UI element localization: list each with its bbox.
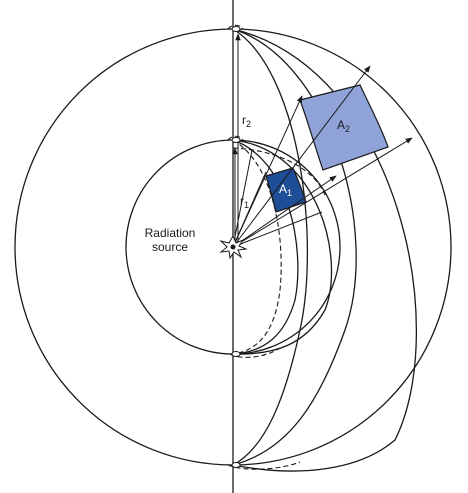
- axis-node-top-outer: [231, 26, 241, 32]
- axis-node-bottom-inner: [231, 351, 241, 357]
- inner-meridian-2: [232, 139, 299, 355]
- radiation-source-icon: [219, 234, 248, 260]
- axis-node-top-inner: [231, 137, 241, 143]
- radiation-rays: [232, 65, 413, 248]
- inner-meridian-1: [232, 139, 333, 355]
- source-label-line2: source: [152, 240, 188, 254]
- ray-7: [232, 149, 253, 248]
- outer-meridian-2: [232, 28, 357, 466]
- top-dashed-arc-outer: [227, 24, 244, 30]
- r2-label: r2: [242, 113, 251, 129]
- inner-top-dashed-band: [232, 147, 326, 196]
- ray-3: [232, 137, 413, 248]
- a1-label: A1: [279, 182, 292, 198]
- a2-label: A2: [337, 118, 350, 134]
- source-label-line1: Radiation: [145, 226, 196, 240]
- bottom-dashed-arc-outer: [227, 461, 301, 470]
- ray-5: [232, 211, 323, 248]
- r1-label: r1: [240, 194, 249, 210]
- axis-node-bottom-outer: [231, 462, 241, 468]
- ray-4: [232, 175, 337, 248]
- a2-patch: [299, 84, 389, 171]
- outer-meridian-3: [232, 28, 309, 466]
- top-dashed-arc-inner: [227, 135, 244, 141]
- ray-1: [232, 65, 371, 248]
- inner-meridian-3: [232, 139, 282, 355]
